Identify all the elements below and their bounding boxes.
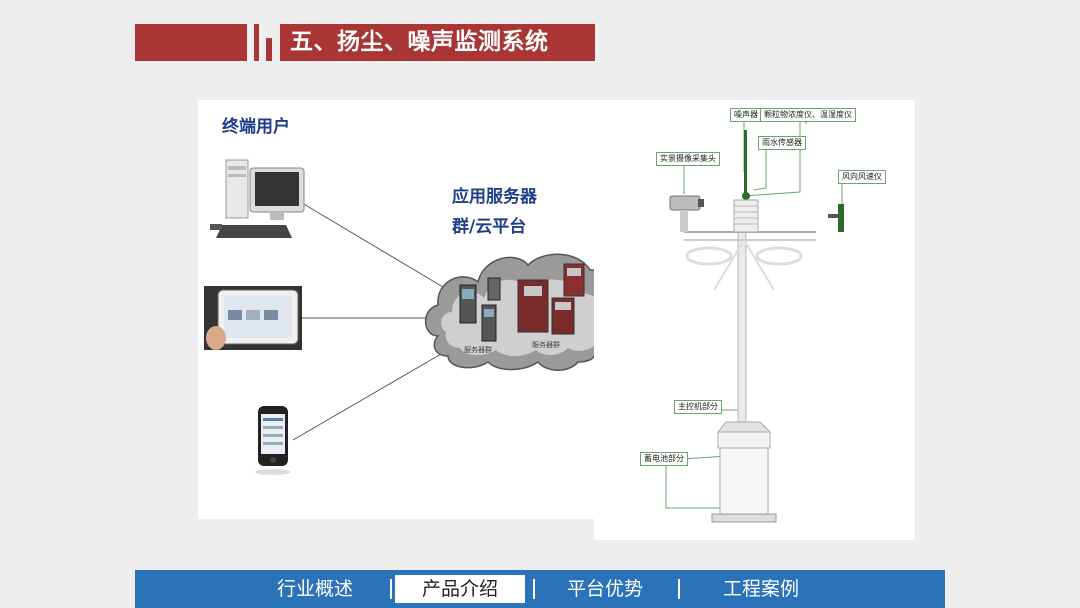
nav-item-project-cases[interactable]: 工程案例 <box>701 575 821 603</box>
server-icon <box>564 264 584 296</box>
control-box <box>712 422 776 522</box>
tablet-icon <box>204 286 302 350</box>
camera-icon <box>670 196 704 232</box>
title-decoration-bar <box>254 24 259 61</box>
connection-line <box>302 203 448 290</box>
noise-sensor-label: 噪声器 <box>730 108 762 122</box>
server-icon <box>482 305 496 341</box>
title-decoration-bar <box>266 38 272 61</box>
noise-antenna <box>744 130 747 200</box>
nav-item-product-intro[interactable]: 产品介绍 <box>395 575 525 603</box>
server-icon <box>552 298 574 334</box>
monitoring-station-diagram: 噪声器 颗粒物浓度仪、温湿度仪 实景摄像采集头 雨水传感器 风向风速仪 主控机部… <box>594 100 915 540</box>
terminal-users-label: 终端用户 <box>222 112 290 137</box>
pole <box>738 200 746 425</box>
title-decoration-block <box>135 24 247 61</box>
rain-sensor-label: 雨水传感器 <box>758 136 806 150</box>
nav-separator <box>390 579 392 599</box>
network-diagram-graphics <box>198 100 596 519</box>
slide-title: 五、扬尘、噪声监测系统 <box>280 24 595 61</box>
battery-label: 蓄电池部分 <box>640 452 688 466</box>
app-servers-label: 应用服务器 群/云平台 <box>452 182 537 242</box>
server-group-small-label: 服务器群 <box>532 340 560 350</box>
app-servers-label-line2: 群/云平台 <box>452 212 537 242</box>
app-servers-label-line1: 应用服务器 <box>452 182 537 212</box>
wind-meter-icon <box>828 204 844 232</box>
bottom-nav: 行业概述 产品介绍 平台优势 工程案例 <box>135 570 945 608</box>
wind-meter-label: 风向风速仪 <box>838 170 886 184</box>
server-icon <box>460 285 476 323</box>
network-diagram: 终端用户 应用服务器 群/云平台 服务器群 服务器群 <box>198 100 596 519</box>
nav-separator <box>533 579 535 599</box>
desktop-computer-icon <box>210 160 304 238</box>
nav-item-platform-advantages[interactable]: 平台优势 <box>545 575 665 603</box>
smartphone-icon <box>255 406 291 475</box>
sensor-shelter <box>734 200 758 232</box>
camera-label: 实景摄像采集头 <box>656 152 720 166</box>
host-label: 主控机部分 <box>674 400 722 414</box>
connection-line <box>293 350 448 440</box>
server-icon <box>488 278 500 300</box>
monitoring-station-graphics <box>594 100 915 540</box>
server-group-small-label: 服务器群 <box>464 345 492 355</box>
nav-item-industry-overview[interactable]: 行业概述 <box>255 575 375 603</box>
server-icon <box>518 280 548 332</box>
particle-sensor-label: 颗粒物浓度仪、温湿度仪 <box>760 108 856 122</box>
nav-separator <box>678 579 680 599</box>
